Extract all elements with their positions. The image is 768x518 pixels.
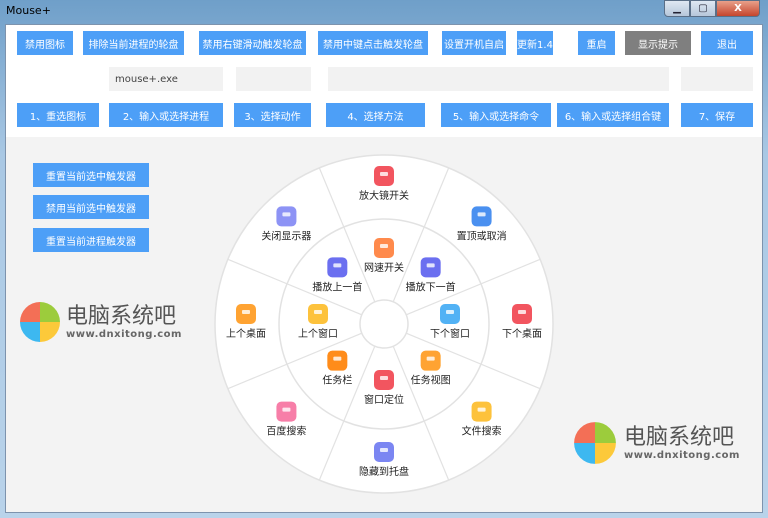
- close-button[interactable]: X: [716, 0, 760, 17]
- show-tips-button[interactable]: 显示提示: [625, 31, 691, 55]
- step-hotkey-button[interactable]: 6、输入或选择组合键: [557, 103, 669, 127]
- hotkey-field[interactable]: [681, 67, 753, 91]
- step-command-button[interactable]: 5、输入或选择命令: [441, 103, 551, 127]
- minimize-button[interactable]: ▁: [664, 0, 690, 17]
- step-save-button[interactable]: 7、保存: [681, 103, 753, 127]
- reset-process-triggers-button[interactable]: 重置当前进程触发器: [33, 228, 149, 252]
- title-bar: Mouse+ ▁ ▢ X: [0, 0, 768, 22]
- exclude-process-button[interactable]: 排除当前进程的轮盘: [83, 31, 184, 55]
- window-title: Mouse+: [6, 4, 51, 17]
- step-select-action-button[interactable]: 3、选择动作: [234, 103, 311, 127]
- disable-selected-trigger-button[interactable]: 禁用当前选中触发器: [33, 195, 149, 219]
- process-field[interactable]: mouse+.exe: [109, 67, 223, 91]
- step-reselect-icon-button[interactable]: 1、重选图标: [17, 103, 99, 127]
- client-area: 禁用图标 排除当前进程的轮盘 禁用右键滑动触发轮盘 禁用中键点击触发轮盘 设置开…: [5, 24, 763, 513]
- update-button[interactable]: 更新1.4: [517, 31, 553, 55]
- disable-middle-click-button[interactable]: 禁用中键点击触发轮盘: [318, 31, 428, 55]
- restart-button[interactable]: 重启: [578, 31, 615, 55]
- autostart-button[interactable]: 设置开机自启: [442, 31, 506, 55]
- exit-button[interactable]: 退出: [701, 31, 753, 55]
- disable-icon-button[interactable]: 禁用图标: [17, 31, 73, 55]
- top-panel: 禁用图标 排除当前进程的轮盘 禁用右键滑动触发轮盘 禁用中键点击触发轮盘 设置开…: [6, 25, 762, 137]
- step-select-method-button[interactable]: 4、选择方法: [326, 103, 425, 127]
- reset-selected-trigger-button[interactable]: 重置当前选中触发器: [33, 163, 149, 187]
- disable-right-drag-button[interactable]: 禁用右键滑动触发轮盘: [199, 31, 306, 55]
- action-field[interactable]: [236, 67, 311, 91]
- command-field[interactable]: [328, 67, 669, 91]
- maximize-button[interactable]: ▢: [690, 0, 716, 17]
- step-select-process-button[interactable]: 2、输入或选择进程: [109, 103, 223, 127]
